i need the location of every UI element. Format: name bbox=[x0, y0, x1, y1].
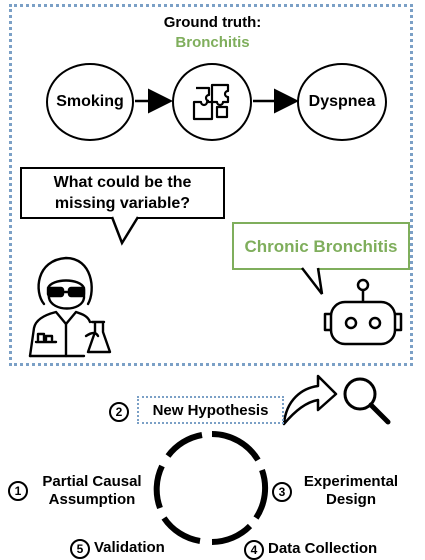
cycle-arc-3 bbox=[211, 523, 253, 545]
step-5-label: Validation bbox=[94, 539, 165, 556]
cycle-arc-4 bbox=[161, 516, 201, 544]
cycle-arc-5 bbox=[153, 464, 165, 510]
node-dyspnea: Dyspnea bbox=[297, 63, 387, 141]
cycle-arc-2 bbox=[253, 469, 269, 520]
step-3-label: Experimental Design bbox=[295, 473, 407, 509]
answer-text: Chronic Bronchitis bbox=[244, 236, 398, 256]
step-1-line1: Partial Causal bbox=[42, 473, 142, 490]
step-5-number: 5 bbox=[70, 539, 90, 559]
ground-truth-title: Ground truth: bbox=[163, 14, 262, 31]
node-missing-variable bbox=[172, 63, 252, 141]
answer-bubble-tail bbox=[301, 267, 324, 295]
causal-arrows bbox=[135, 88, 299, 114]
cycle-arc-1 bbox=[211, 431, 261, 462]
node-smoking: Smoking bbox=[46, 63, 134, 141]
step-2-number: 2 bbox=[109, 402, 129, 422]
curved-arrow-icon bbox=[282, 374, 338, 426]
step-4-number: 4 bbox=[244, 540, 264, 560]
cycle-arc-6 bbox=[165, 432, 203, 458]
node-smoking-label: Smoking bbox=[56, 93, 124, 110]
magnifier-icon bbox=[343, 377, 391, 425]
step-1-line2: Assumption bbox=[48, 491, 136, 508]
question-text: What could be the missing variable? bbox=[53, 174, 192, 212]
step-3-line1: Experimental bbox=[303, 473, 399, 490]
step-1-label: Partial Causal Assumption bbox=[31, 473, 153, 509]
scientist-icon bbox=[28, 256, 112, 358]
node-dyspnea-label: Dyspnea bbox=[308, 93, 376, 110]
step-1-number: 1 bbox=[8, 481, 28, 501]
step-3-number: 3 bbox=[272, 482, 292, 502]
new-hypothesis-label: New Hypothesis bbox=[152, 401, 269, 419]
answer-bubble: Chronic Bronchitis bbox=[232, 222, 410, 270]
scenario-frame bbox=[9, 4, 413, 366]
step-4-label: Data Collection bbox=[268, 540, 378, 557]
ground-truth-value: Bronchitis bbox=[175, 34, 250, 51]
step-3-line2: Design bbox=[325, 491, 376, 508]
research-cycle bbox=[153, 431, 269, 545]
question-bubble: What could be the missing variable? bbox=[20, 167, 225, 219]
new-hypothesis-box: New Hypothesis bbox=[137, 396, 284, 424]
robot-icon bbox=[323, 278, 403, 346]
puzzle-icon bbox=[192, 83, 230, 121]
question-bubble-tail bbox=[110, 216, 140, 246]
